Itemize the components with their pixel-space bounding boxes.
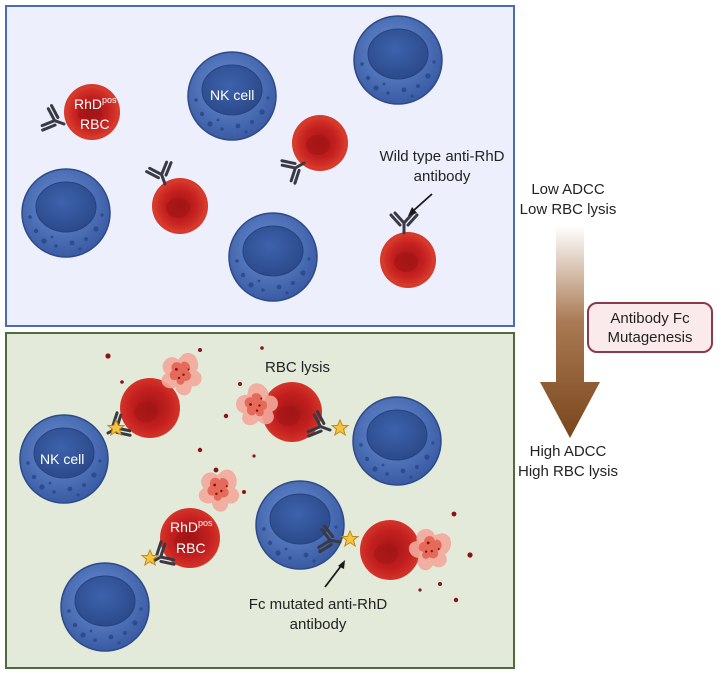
nk-cell — [353, 15, 443, 105]
fc-mutated-antibody-label-1: Fc mutated anti-RhD — [249, 596, 388, 613]
rbc — [152, 178, 208, 234]
wild-type-antibody-label-1: Wild type anti-RhD — [379, 148, 504, 165]
rbc-label-sub: RBC — [176, 540, 206, 556]
nk-cell — [21, 168, 111, 258]
low-adcc-label: Low ADCC — [531, 181, 605, 198]
nk-cell — [255, 480, 345, 570]
lysis-droplets — [105, 346, 473, 603]
fc-mutated-antibody-label-2: antibody — [290, 616, 347, 633]
rbc-lysis-label: RBC lysis — [265, 359, 330, 376]
pointer-arrow — [412, 193, 433, 212]
adcc-gradient-arrow — [540, 226, 600, 438]
mutagenesis-box — [587, 302, 713, 353]
nk-cell-label: NK cell — [40, 451, 84, 467]
low-rbc-lysis-label: Low RBC lysis — [520, 201, 617, 218]
mutagenesis-label-1: Antibody Fc — [610, 310, 690, 327]
wild-type-antibody-label-2: antibody — [414, 168, 471, 185]
rbc-label: RhDpos — [74, 95, 117, 112]
pointer-arrow-head — [338, 560, 345, 569]
high-rbc-lysis-label: High RBC lysis — [518, 463, 618, 480]
nk-cell-label: NK cell — [210, 87, 254, 103]
pointer-arrow — [324, 565, 342, 588]
pointer-arrow-head — [408, 207, 417, 216]
high-adcc-label: High ADCC — [530, 443, 607, 460]
rbc — [292, 115, 348, 171]
rbc — [380, 232, 436, 288]
rbc-label-sub: RBC — [80, 116, 110, 132]
nk-cell — [228, 212, 318, 302]
nk-cell — [60, 562, 150, 652]
rbc-label: RhDpos — [170, 518, 213, 535]
mutagenesis-label-2: Mutagenesis — [607, 329, 692, 346]
nk-cell — [352, 396, 442, 486]
